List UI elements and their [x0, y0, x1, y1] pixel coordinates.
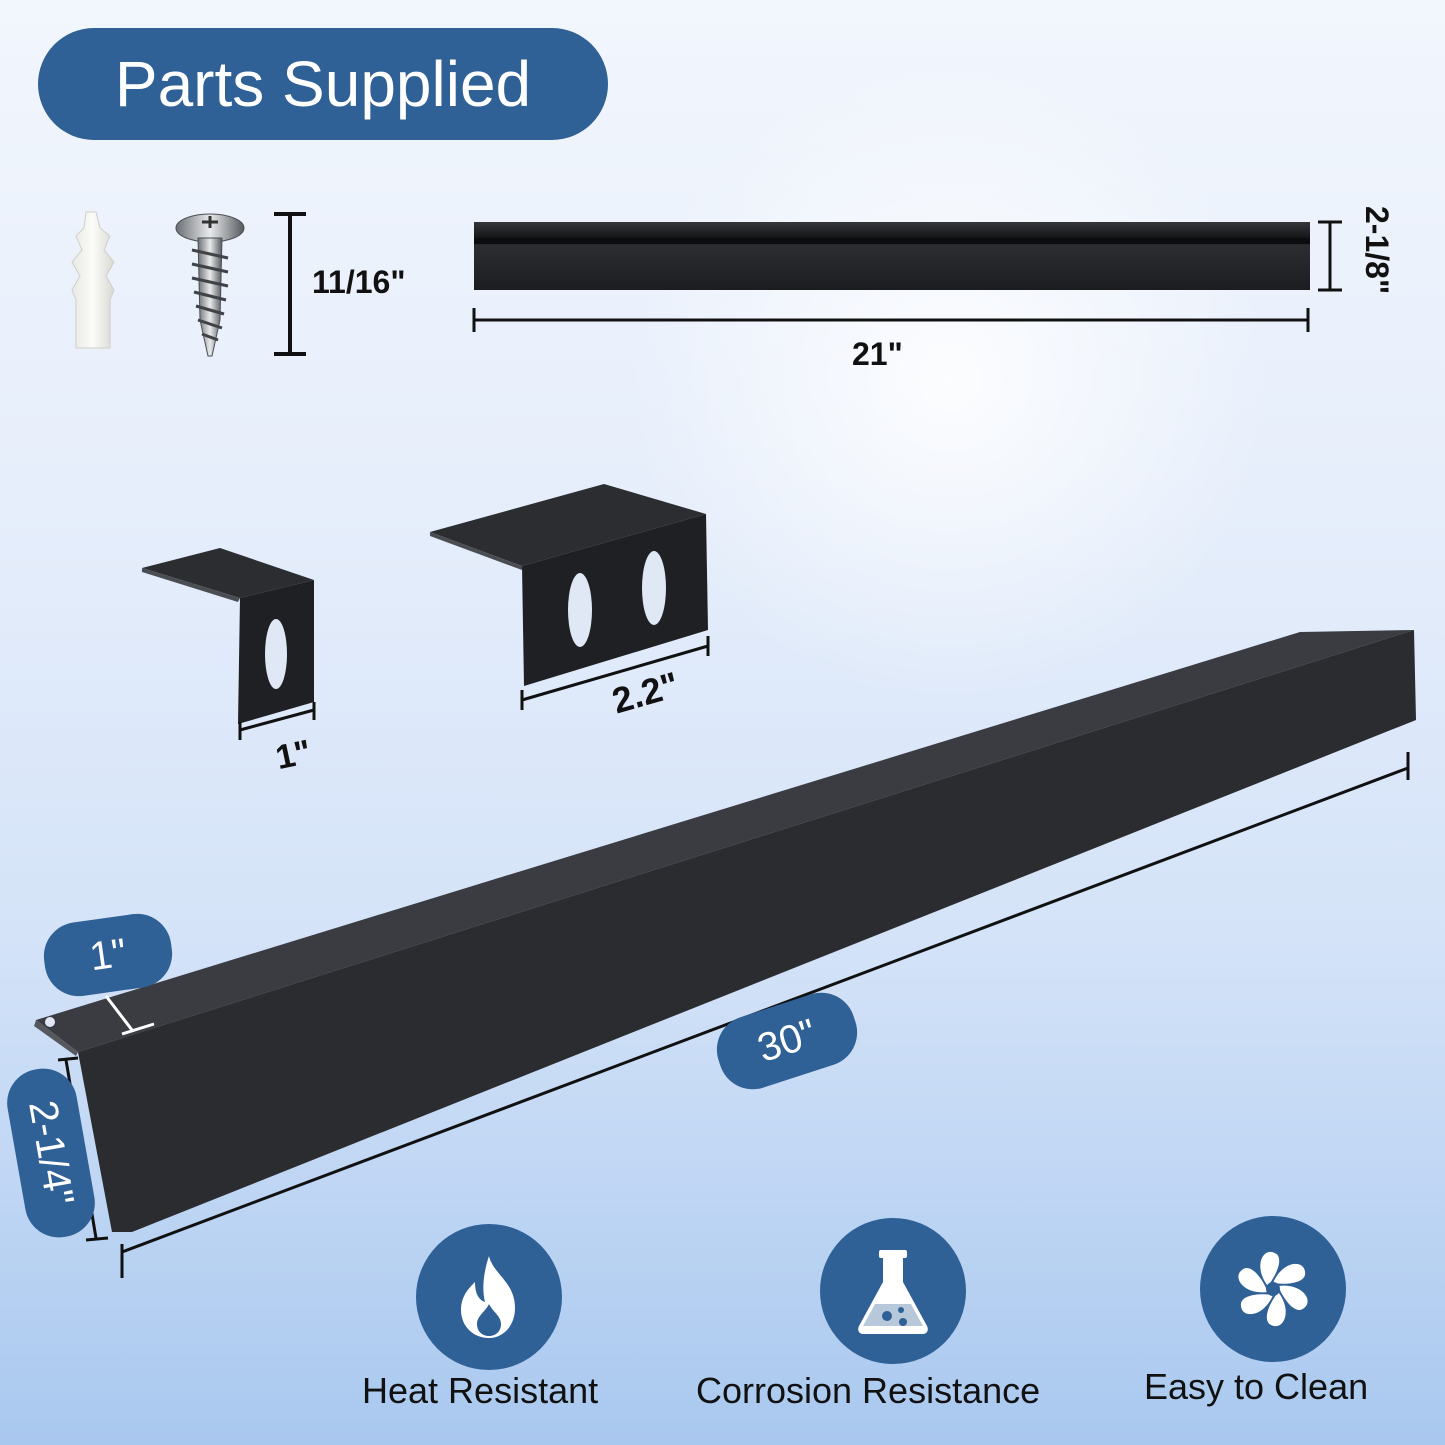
easy-to-clean-label: Easy to Clean [1144, 1366, 1369, 1407]
large-bracket [430, 484, 708, 686]
screw [175, 213, 245, 357]
easy-to-clean-badge [1200, 1216, 1346, 1362]
long-bar [34, 630, 1416, 1232]
screw-length-label: 11/16" [312, 264, 406, 300]
corrosion-resistance-label: Corrosion Resistance [696, 1370, 1041, 1411]
flame-icon [461, 1256, 515, 1338]
corrosion-resistance-badge [820, 1218, 966, 1364]
bar-flange-dimension [104, 995, 155, 1036]
flask-icon [858, 1250, 928, 1334]
screw-length-dimension [274, 212, 306, 356]
heat-resistant-label: Heat Resistant [362, 1370, 599, 1411]
page-title: Parts Supplied [38, 28, 608, 140]
strip-height-dimension [1318, 220, 1342, 292]
heat-resistant-badge [416, 1224, 562, 1370]
strip-length-label: 21" [852, 336, 903, 372]
wall-anchor [71, 211, 115, 349]
small-bracket-dimension [238, 702, 316, 740]
small-bracket [142, 548, 314, 724]
strip-height-label: 2-1/8" [1359, 206, 1395, 295]
background-glow [600, 30, 1300, 730]
fan-icon [1238, 1251, 1308, 1327]
trim-strip [474, 222, 1310, 290]
large-bracket-dimension [520, 636, 710, 710]
strip-length-dimension [472, 308, 1310, 332]
